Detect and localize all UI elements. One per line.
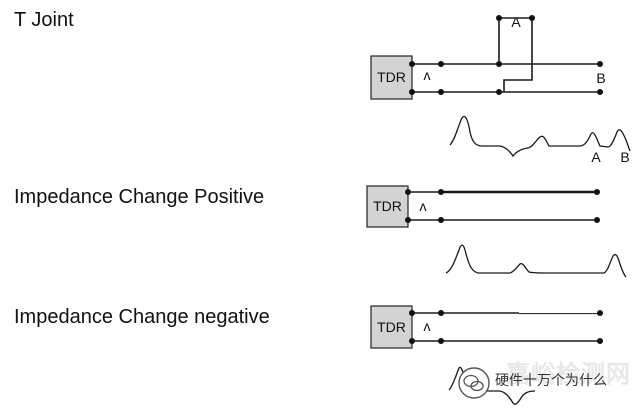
- branch-end-node: [496, 15, 502, 21]
- t-branch-stub: [498, 17, 533, 92]
- tdr-node: [409, 310, 415, 316]
- junction-node: [496, 61, 502, 67]
- line-end-node: [597, 89, 603, 95]
- junction-node: [496, 89, 502, 95]
- tdr-box: [370, 55, 413, 100]
- tdr-label: TDR: [377, 319, 406, 335]
- line-end-node: [597, 338, 603, 344]
- branch-label-a: A: [511, 14, 521, 30]
- line-node: [438, 310, 444, 316]
- tdr-node: [409, 338, 415, 344]
- line-node: [438, 61, 444, 67]
- waveform-trace: [445, 244, 627, 278]
- positive-waveform: [445, 244, 627, 278]
- section-title-impedance-positive: Impedance Change Positive: [14, 186, 265, 208]
- tdr-node: [409, 61, 415, 67]
- trace-label-b: B: [620, 149, 629, 165]
- watermark-account: 硬件十万个为什么: [495, 373, 607, 389]
- pulse-glyph: ʌ: [424, 67, 431, 83]
- line-end-node: [594, 217, 600, 223]
- line-end-node: [597, 61, 603, 67]
- line-node: [438, 89, 444, 95]
- tdr-box: [366, 185, 409, 228]
- line-end-node: [597, 310, 603, 316]
- waveform-trace: [449, 115, 631, 158]
- tdr-label: TDR: [373, 198, 402, 214]
- watermark: 嘉峪检测网 硬件十万个为什么: [455, 356, 637, 406]
- line-node: [438, 217, 444, 223]
- line-node: [438, 338, 444, 344]
- tdr-node: [409, 89, 415, 95]
- tdr-node: [405, 217, 411, 223]
- positive-circuit: TDR ʌ: [366, 185, 600, 228]
- wechat-logo-icon: [458, 367, 490, 399]
- tdr-label: TDR: [377, 69, 406, 85]
- watermark-brand: 嘉峪检测网: [506, 360, 631, 388]
- t-joint-waveform: A B: [449, 115, 631, 165]
- tdr-box: [370, 305, 413, 349]
- line-node: [438, 189, 444, 195]
- tdr-node: [405, 189, 411, 195]
- end-label-b: B: [596, 70, 605, 86]
- t-joint-circuit: TDR ʌ A B: [370, 14, 606, 100]
- trace-label-a: A: [591, 149, 601, 165]
- pulse-glyph: ʌ: [420, 198, 427, 214]
- section-title-impedance-negative: Impedance Change negative: [14, 306, 270, 328]
- section-title-t-joint: T Joint: [14, 9, 74, 31]
- negative-circuit: TDR ʌ: [370, 305, 603, 349]
- branch-end-node: [529, 15, 535, 21]
- line-end-node: [594, 189, 600, 195]
- pulse-glyph: ʌ: [424, 318, 431, 334]
